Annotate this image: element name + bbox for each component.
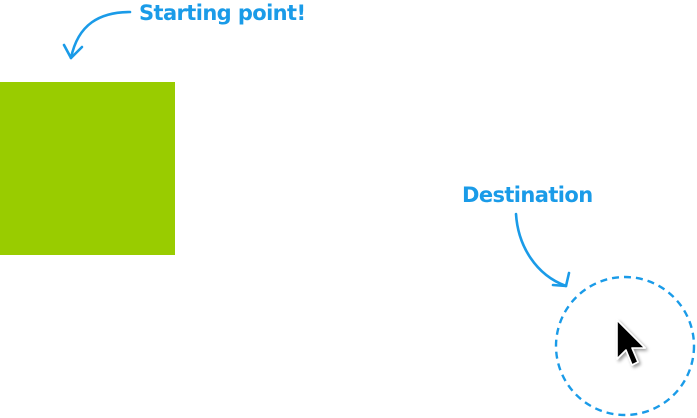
destination-arrow-head-icon: [551, 271, 571, 288]
destination-target-circle[interactable]: [554, 275, 696, 417]
start-arrow: [69, 10, 132, 60]
starting-point-label: Starting point!: [139, 1, 306, 25]
mouse-pointer-icon: [616, 319, 646, 366]
destination-label: Destination: [462, 183, 593, 207]
destination-arrow: [514, 212, 568, 288]
starting-square[interactable]: [0, 82, 175, 255]
start-arrow-head-icon: [62, 43, 84, 60]
